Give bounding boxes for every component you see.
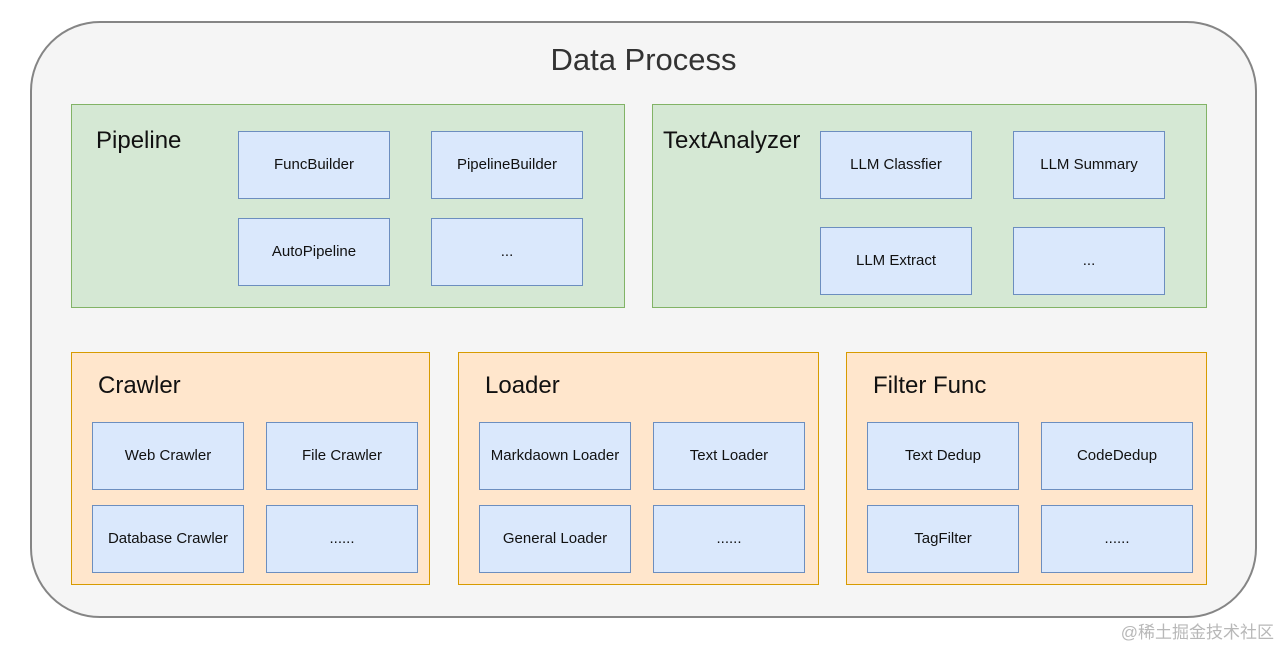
- section-loader-label: Loader: [485, 372, 560, 399]
- node-text-dedup: Text Dedup: [867, 422, 1019, 490]
- node-database-crawler: Database Crawler: [92, 505, 244, 573]
- node-llm-extract: LLM Extract: [820, 227, 972, 295]
- node-llm-classfier: LLM Classfier: [820, 131, 972, 199]
- node-textanalyzer-ellipsis: ...: [1013, 227, 1165, 295]
- node-autopipeline: AutoPipeline: [238, 218, 390, 286]
- node-funcbuilder: FuncBuilder: [238, 131, 390, 199]
- node-text-loader: Text Loader: [653, 422, 805, 490]
- section-crawler: Crawler Web Crawler File Crawler Databas…: [71, 352, 430, 585]
- node-crawler-ellipsis: ......: [266, 505, 418, 573]
- node-tagfilter: TagFilter: [867, 505, 1019, 573]
- node-file-crawler: File Crawler: [266, 422, 418, 490]
- diagram-title: Data Process: [550, 42, 737, 77]
- node-filter-ellipsis: ......: [1041, 505, 1193, 573]
- node-code-dedup: CodeDedup: [1041, 422, 1193, 490]
- section-loader: Loader Markdaown Loader Text Loader Gene…: [458, 352, 819, 585]
- watermark: @稀土掘金技术社区: [1120, 623, 1274, 642]
- section-pipeline: Pipeline FuncBuilder PipelineBuilder Aut…: [71, 104, 625, 308]
- node-loader-ellipsis: ......: [653, 505, 805, 573]
- section-textanalyzer: TextAnalyzer LLM Classfier LLM Summary L…: [652, 104, 1207, 308]
- section-filter-func: Filter Func Text Dedup CodeDedup TagFilt…: [846, 352, 1207, 585]
- node-web-crawler: Web Crawler: [92, 422, 244, 490]
- section-filter-func-label: Filter Func: [873, 372, 987, 399]
- section-pipeline-label: Pipeline: [96, 127, 182, 154]
- section-crawler-label: Crawler: [98, 372, 181, 399]
- section-textanalyzer-label: TextAnalyzer: [663, 127, 801, 154]
- node-llm-summary: LLM Summary: [1013, 131, 1165, 199]
- node-pipeline-ellipsis: ...: [431, 218, 583, 286]
- node-markdown-loader: Markdaown Loader: [479, 422, 631, 490]
- node-pipelinebuilder: PipelineBuilder: [431, 131, 583, 199]
- node-general-loader: General Loader: [479, 505, 631, 573]
